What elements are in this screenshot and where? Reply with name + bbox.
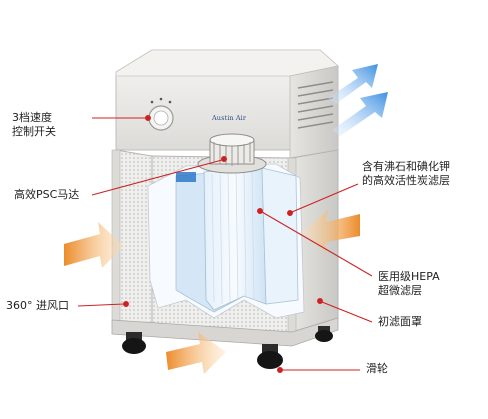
label-speed-control-line1: 3档速度 [12, 111, 52, 124]
label-carbon-filter-line1: 含有沸石和碘化钾 [362, 160, 450, 173]
label-motor: 高效PSC马达 [14, 188, 80, 201]
speed-control-knob [148, 97, 174, 131]
label-prefilter: 初滤面罩 [378, 315, 422, 328]
label-hepa-line2: 超微滤层 [378, 284, 422, 297]
top-housing [115, 49, 339, 159]
label-hepa: 医用级HEPA 超微滤层 [378, 270, 440, 298]
inflow-arrows [64, 210, 360, 374]
exhaust-vent-slots [297, 81, 334, 129]
pointer-hepa [257, 208, 373, 277]
filter-body [111, 149, 339, 335]
outflow-arrows [328, 64, 388, 136]
pointer-speed-control [92, 115, 151, 121]
label-speed-control: 3档速度 控制开关 [12, 111, 56, 139]
label-carbon-filter-line2: 的高效活性炭滤层 [362, 174, 450, 187]
label-hepa-line1: 医用级HEPA [378, 270, 440, 283]
base [111, 317, 339, 347]
psc-motor [197, 133, 267, 174]
pointer-casters [277, 367, 360, 373]
pointer-lines [77, 115, 373, 373]
label-carbon-filter: 含有沸石和碘化钾 的高效活性炭滤层 [362, 160, 450, 188]
label-casters: 滑轮 [366, 362, 388, 375]
casters [122, 326, 333, 369]
brand-logo: Austin Air [212, 114, 247, 122]
pointer-intake [77, 301, 129, 307]
pointer-motor [91, 156, 227, 196]
pointer-carbon [287, 183, 359, 216]
pointer-prefilter [317, 298, 373, 323]
label-speed-control-line2: 控制开关 [12, 125, 56, 138]
label-intake: 360° 进风口 [6, 299, 69, 312]
